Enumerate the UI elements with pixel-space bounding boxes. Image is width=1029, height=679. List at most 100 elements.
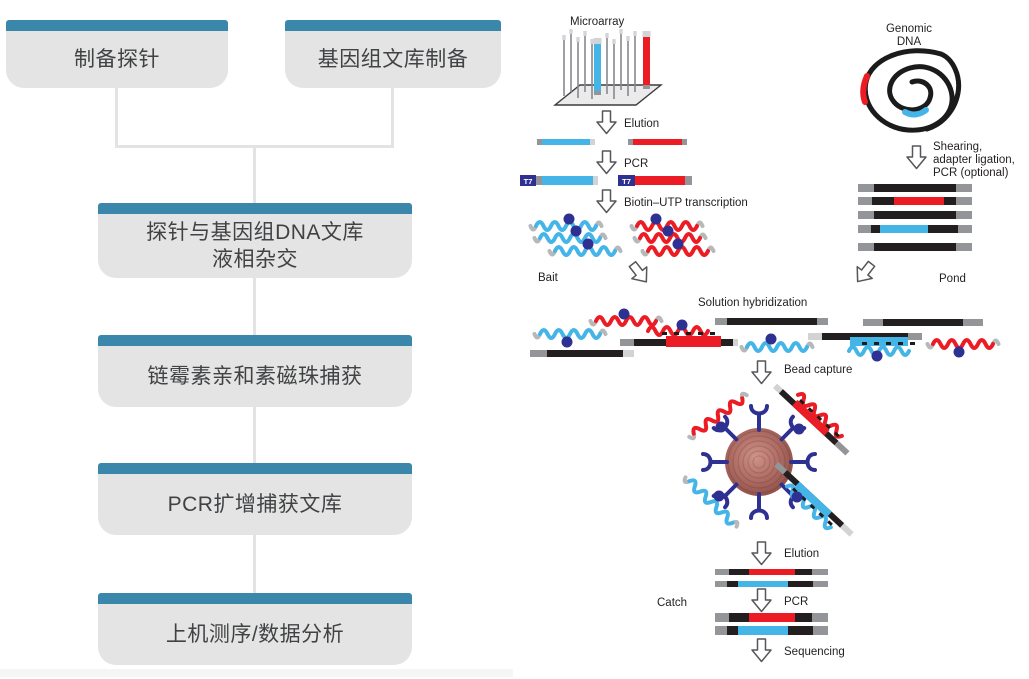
biotin-dot xyxy=(672,238,684,250)
arrow-down-icon xyxy=(751,360,772,385)
captured-blue-duplex xyxy=(774,461,854,537)
probe-spot-cap xyxy=(642,31,651,37)
biotin-dot xyxy=(650,213,662,225)
t7-promoter-tag xyxy=(520,175,536,186)
catch-fragments xyxy=(715,569,828,587)
t7-label: T7 xyxy=(524,177,533,186)
hybridization-mix xyxy=(530,308,1001,362)
biotin-dot xyxy=(618,308,630,320)
biotin-dot xyxy=(563,213,575,225)
red-hybrid-duplex xyxy=(620,319,738,347)
connector-line xyxy=(115,145,394,148)
genomic-dna-label: Genomic xyxy=(886,23,932,35)
flow-box-header-bar xyxy=(98,593,412,604)
arrow-down-icon xyxy=(751,588,772,613)
biotin-dot xyxy=(676,319,688,331)
flow-box-header-bar xyxy=(98,463,412,474)
biotin-utp-label: Biotin–UTP transcription xyxy=(624,197,748,209)
arrow-down-icon xyxy=(596,150,617,175)
biotin-dot xyxy=(871,350,883,362)
connector-line xyxy=(253,535,256,593)
flow-box-pcr-amplify: PCR扩增捕获文库 xyxy=(98,463,412,535)
arrow-down-icon xyxy=(906,145,927,170)
arrow-down-icon xyxy=(596,110,617,135)
flow-box-probe-prep: 制备探针 xyxy=(6,20,228,88)
arrow-down-left-icon xyxy=(849,257,880,289)
shearing-label: Shearing, xyxy=(933,141,982,153)
blue-target-segment xyxy=(902,107,929,118)
probe-spot-cap xyxy=(593,38,602,44)
flow-box-header-bar xyxy=(6,20,228,31)
microarray-pins xyxy=(562,29,637,99)
elution-step-label: Elution xyxy=(624,118,659,130)
red-probe-spot xyxy=(643,37,650,85)
arrow-down-icon xyxy=(751,541,772,566)
shearing-label: adapter ligation, xyxy=(933,154,1015,166)
microarray-label: Microarray xyxy=(570,16,625,28)
biotin-dot xyxy=(713,490,725,502)
flow-box-sequencing: 上机测序/数据分析 xyxy=(98,593,412,665)
arrow-down-icon xyxy=(596,189,617,214)
bait-rna-waves xyxy=(528,213,716,257)
biotin-dot xyxy=(765,333,777,345)
biotin-dot xyxy=(561,336,573,348)
shearing-label: PCR (optional) xyxy=(933,167,1009,179)
captured-red-bait xyxy=(687,392,749,440)
probe-spot-base xyxy=(643,85,650,89)
biotin-dot xyxy=(715,421,727,433)
biotin-dot xyxy=(791,491,803,503)
genomic-dna-coil xyxy=(860,48,962,133)
streptavidin-bead xyxy=(681,383,854,537)
flow-box-bead-capture: 链霉素亲和素磁珠捕获 xyxy=(98,335,412,407)
streptavidin-receptor xyxy=(701,452,729,472)
flow-box-library-prep: 基因组文库制备 xyxy=(285,20,501,88)
amplified-catch-fragments xyxy=(715,613,828,635)
bead-capture-label: Bead capture xyxy=(784,364,852,376)
flow-box-header-bar xyxy=(98,335,412,346)
flow-box-label: 基因组文库制备 xyxy=(317,47,469,71)
biotin-dot xyxy=(953,346,965,358)
bait-label: Bait xyxy=(538,272,559,284)
captured-red-duplex xyxy=(772,383,850,456)
t7-tagged-templates: T7 T7 xyxy=(520,175,692,186)
flow-box-hybridization: 探针与基因组DNA文库 液相杂交 xyxy=(98,203,412,278)
flow-box-label: 制备探针 xyxy=(74,47,160,71)
pcr2-label: PCR xyxy=(784,596,808,608)
streptavidin-receptor xyxy=(789,452,817,472)
microarray-graphic xyxy=(553,29,663,106)
red-target-segment xyxy=(860,73,870,105)
arrow-down-icon xyxy=(751,638,772,663)
connector-line xyxy=(253,407,256,463)
connector-line xyxy=(253,278,256,335)
streptavidin-receptor xyxy=(749,492,769,520)
pond-fragments xyxy=(858,184,972,251)
eluted-probes xyxy=(537,139,687,145)
t7-promoter-tag xyxy=(618,175,635,186)
connector-line xyxy=(391,88,394,147)
t7-label: T7 xyxy=(622,177,631,186)
flow-box-label: 探针与基因组DNA文库 液相杂交 xyxy=(146,220,364,271)
flow-box-label: 链霉素亲和素磁珠捕获 xyxy=(147,364,363,388)
capture-workflow-diagram: Microarray Elution xyxy=(520,16,1015,663)
biotin-dot xyxy=(570,225,582,237)
page-background-strip xyxy=(0,669,513,677)
flow-box-header-bar xyxy=(285,20,501,31)
solution-hybridization-label: Solution hybridization xyxy=(698,297,807,309)
blue-hybrid-duplex xyxy=(808,333,922,362)
arrow-down-right-icon xyxy=(624,257,655,289)
biotin-dot xyxy=(662,225,674,237)
flow-box-label: 上机测序/数据分析 xyxy=(165,622,345,646)
blue-probe-spot xyxy=(594,44,601,91)
flow-box-label: PCR扩增捕获文库 xyxy=(167,492,343,516)
streptavidin-receptor xyxy=(749,404,769,432)
captured-blue-bait xyxy=(681,472,741,532)
genomic-dna-label: DNA xyxy=(897,36,922,48)
elution2-label: Elution xyxy=(784,548,819,560)
biotin-dot xyxy=(793,423,805,435)
probe-spot-base xyxy=(594,91,601,95)
pcr-step-label: PCR xyxy=(624,158,648,170)
biotin-dot xyxy=(582,238,594,250)
connector-line xyxy=(115,88,118,147)
pond-label: Pond xyxy=(939,273,966,285)
